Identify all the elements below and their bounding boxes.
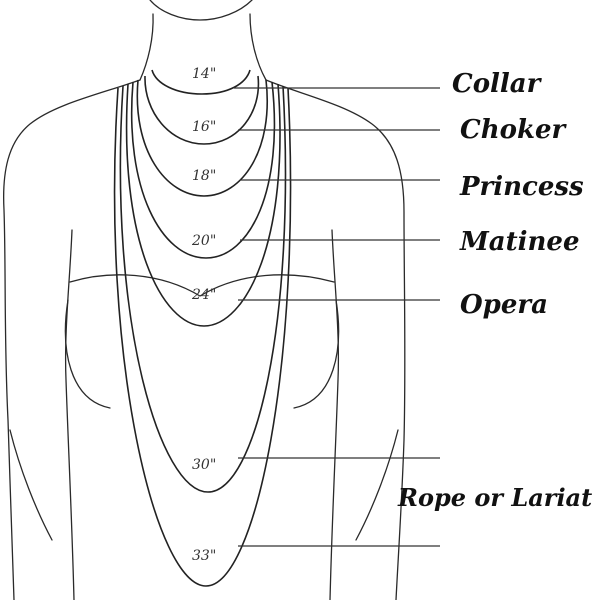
leader-lines xyxy=(234,87,440,547)
style-name-collar: Collar xyxy=(452,69,543,99)
chain-rope-30 xyxy=(119,85,287,493)
right-underbust xyxy=(293,299,340,409)
length-labels: 14" 16" 18" 20" 24" 30" 33" xyxy=(191,66,216,564)
style-name-rope: Rope or Lariat xyxy=(397,483,592,512)
right-torso-side xyxy=(329,229,340,600)
length-label-matinee: 20" xyxy=(191,233,216,249)
chain-matinee xyxy=(130,81,276,259)
length-label-rope-30: 30" xyxy=(192,457,216,473)
right-shoulder xyxy=(265,79,406,600)
style-name-opera: Opera xyxy=(460,290,548,320)
length-label-princess: 18" xyxy=(192,168,216,184)
style-name-matinee: Matinee xyxy=(459,227,580,257)
style-names: Collar Choker Princess Matinee Opera Rop… xyxy=(397,69,592,512)
left-shoulder xyxy=(2,79,141,600)
neck-left xyxy=(139,13,154,81)
chin xyxy=(149,0,253,21)
style-name-princess: Princess xyxy=(459,172,584,202)
chain-choker xyxy=(144,75,260,145)
left-torso-side xyxy=(64,229,75,600)
chain-opera xyxy=(125,83,281,327)
body-outline xyxy=(2,0,406,600)
left-underbust xyxy=(64,299,111,409)
style-name-choker: Choker xyxy=(460,115,567,145)
length-label-choker: 16" xyxy=(192,119,216,135)
neck-right xyxy=(249,13,267,81)
length-label-rope-33: 33" xyxy=(192,548,216,564)
necklace-chains xyxy=(113,69,292,587)
length-label-opera: 24" xyxy=(191,287,216,303)
chain-rope-33 xyxy=(113,87,292,587)
right-arm-crease xyxy=(355,429,399,541)
left-arm-crease xyxy=(9,429,53,541)
chain-collar xyxy=(151,69,251,95)
length-label-collar: 14" xyxy=(192,66,216,82)
chain-princess xyxy=(136,79,268,197)
bust-line xyxy=(69,274,335,297)
